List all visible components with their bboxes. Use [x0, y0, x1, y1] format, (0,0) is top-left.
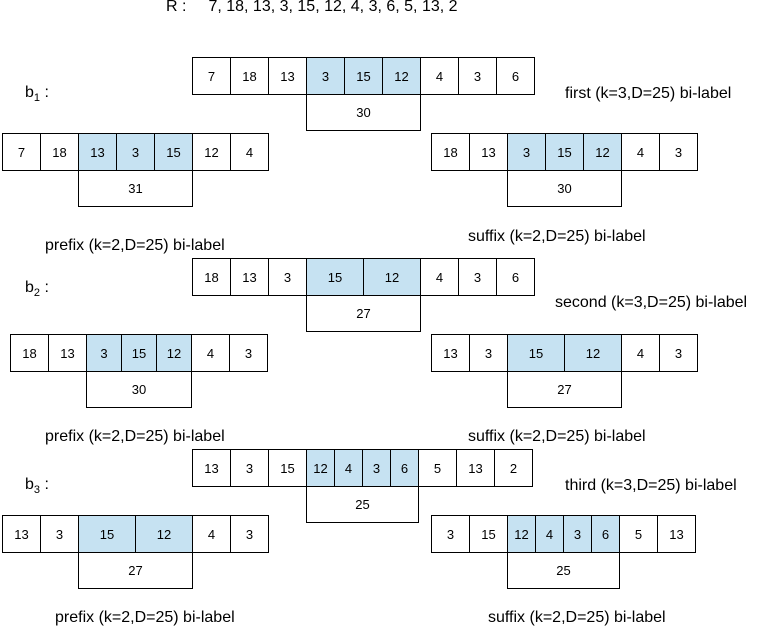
b1-main-left-cell: 18	[230, 57, 269, 95]
b1-prefix-right-cell: 4	[230, 133, 269, 171]
b2-main-left-cell: 3	[268, 258, 307, 296]
b1-main-left-cell: 13	[268, 57, 307, 95]
b3-suffix-window-cell: 12	[507, 515, 536, 553]
b2-main-left-cell: 18	[192, 258, 231, 296]
b1-main-window-cell: 15	[344, 57, 383, 95]
row-label-b2: b2 :	[25, 279, 49, 300]
b1-main-right-cell: 6	[496, 57, 535, 95]
b1-suffix-sum-box: 30	[507, 170, 622, 207]
b2-main-right-cell: 4	[420, 258, 459, 296]
b2-suffix-left-cell: 3	[469, 334, 508, 372]
b2-prefix-window-cell: 15	[121, 334, 157, 372]
b3-main-window-cell: 4	[334, 449, 363, 487]
b3-suffix-sum-box: 25	[507, 552, 620, 589]
b2-suffix-left-cell: 13	[431, 334, 470, 372]
b3-suffix-window-cell: 6	[591, 515, 620, 553]
sequence-header-values: 7, 18, 13, 3, 15, 12, 4, 3, 6, 5, 13, 2	[208, 0, 458, 15]
b2-prefix-window-cell: 12	[156, 334, 192, 372]
b2-prefix-left-cell: 13	[48, 334, 87, 372]
b2-prefix-right-cell: 3	[229, 334, 268, 372]
b1-suffix-right-cell: 4	[621, 133, 660, 171]
b3-prefix-left-cell: 3	[40, 515, 79, 553]
b3-prefix-window-cell: 15	[78, 515, 136, 553]
b3-main-right-cell: 5	[418, 449, 457, 487]
sequence-header: R : 7, 18, 13, 3, 15, 12, 4, 3, 6, 5, 13,…	[166, 0, 458, 16]
sequence-header-label: R :	[166, 0, 187, 15]
b3-suffix-label: suffix (k=2,D=25) bi-label	[488, 609, 666, 626]
b1-main-left-cell: 7	[192, 57, 231, 95]
b3-main-left-cell: 15	[268, 449, 307, 487]
b2-suffix-label: suffix (k=2,D=25) bi-label	[468, 428, 646, 445]
b1-suffix-left-cell: 13	[469, 133, 508, 171]
b1-prefix-label: prefix (k=2,D=25) bi-label	[45, 237, 225, 254]
b3-prefix-right-cell: 3	[230, 515, 269, 553]
b1-main-right-cell: 4	[420, 57, 459, 95]
b2-main-left-cell: 13	[230, 258, 269, 296]
b1-prefix-window-cell: 13	[78, 133, 117, 171]
b2-prefix-left-cell: 18	[10, 334, 49, 372]
b3-prefix-left-cell: 13	[2, 515, 41, 553]
b1-main-window-cell: 3	[306, 57, 345, 95]
b2-main-right-cell: 6	[496, 258, 535, 296]
b3-main-window-cell: 6	[390, 449, 419, 487]
b3-suffix-left-cell: 15	[469, 515, 508, 553]
b2-suffix-sum-box: 27	[507, 371, 622, 408]
b1-main-window-cell: 12	[382, 57, 421, 95]
b2-main-label: second (k=3,D=25) bi-label	[555, 294, 748, 311]
b3-main-right-cell: 2	[494, 449, 533, 487]
b1-main-sum-box: 30	[306, 94, 421, 131]
b1-suffix-window-cell: 12	[583, 133, 622, 171]
b1-main-label: first (k=3,D=25) bi-label	[565, 85, 732, 102]
b3-prefix-right-cell: 4	[192, 515, 231, 553]
b3-prefix-label: prefix (k=2,D=25) bi-label	[55, 609, 235, 626]
b1-prefix-left-cell: 7	[2, 133, 41, 171]
b2-main-window-cell: 15	[306, 258, 364, 296]
b1-suffix-label: suffix (k=2,D=25) bi-label	[468, 228, 646, 245]
b2-suffix-right-cell: 3	[659, 334, 698, 372]
b2-main-sum-box: 27	[306, 295, 421, 332]
b3-suffix-right-cell: 13	[657, 515, 696, 553]
b3-main-left-cell: 13	[192, 449, 231, 487]
b3-suffix-right-cell: 5	[619, 515, 658, 553]
b3-prefix-window-cell: 12	[135, 515, 193, 553]
b1-suffix-window-cell: 15	[545, 133, 584, 171]
b3-suffix-window-cell: 4	[535, 515, 564, 553]
b3-suffix-window-cell: 3	[563, 515, 592, 553]
b1-suffix-window-cell: 3	[507, 133, 546, 171]
b2-suffix-right-cell: 4	[621, 334, 660, 372]
b1-prefix-left-cell: 18	[40, 133, 79, 171]
b3-main-sum-box: 25	[306, 486, 419, 523]
b2-main-window-cell: 12	[363, 258, 421, 296]
b2-prefix-right-cell: 4	[191, 334, 230, 372]
b1-prefix-sum-box: 31	[78, 170, 193, 207]
b2-prefix-label: prefix (k=2,D=25) bi-label	[45, 428, 225, 445]
b1-suffix-left-cell: 18	[431, 133, 470, 171]
b1-prefix-right-cell: 12	[192, 133, 231, 171]
row-label-b3: b3 :	[25, 476, 49, 497]
b1-main-right-cell: 3	[458, 57, 497, 95]
b1-suffix-right-cell: 3	[659, 133, 698, 171]
b1-prefix-window-cell: 15	[154, 133, 193, 171]
b1-prefix-window-cell: 3	[116, 133, 155, 171]
b3-main-left-cell: 3	[230, 449, 269, 487]
b3-main-window-cell: 3	[362, 449, 391, 487]
b3-suffix-left-cell: 3	[431, 515, 470, 553]
b2-suffix-window-cell: 15	[507, 334, 565, 372]
row-label-b1: b1 :	[25, 84, 49, 105]
b3-main-label: third (k=3,D=25) bi-label	[565, 477, 737, 494]
b3-main-right-cell: 13	[456, 449, 495, 487]
b2-suffix-window-cell: 12	[564, 334, 622, 372]
b3-main-window-cell: 12	[306, 449, 335, 487]
b3-prefix-sum-box: 27	[78, 552, 193, 589]
b2-prefix-sum-box: 30	[86, 371, 192, 408]
b2-main-right-cell: 3	[458, 258, 497, 296]
b2-prefix-window-cell: 3	[86, 334, 122, 372]
